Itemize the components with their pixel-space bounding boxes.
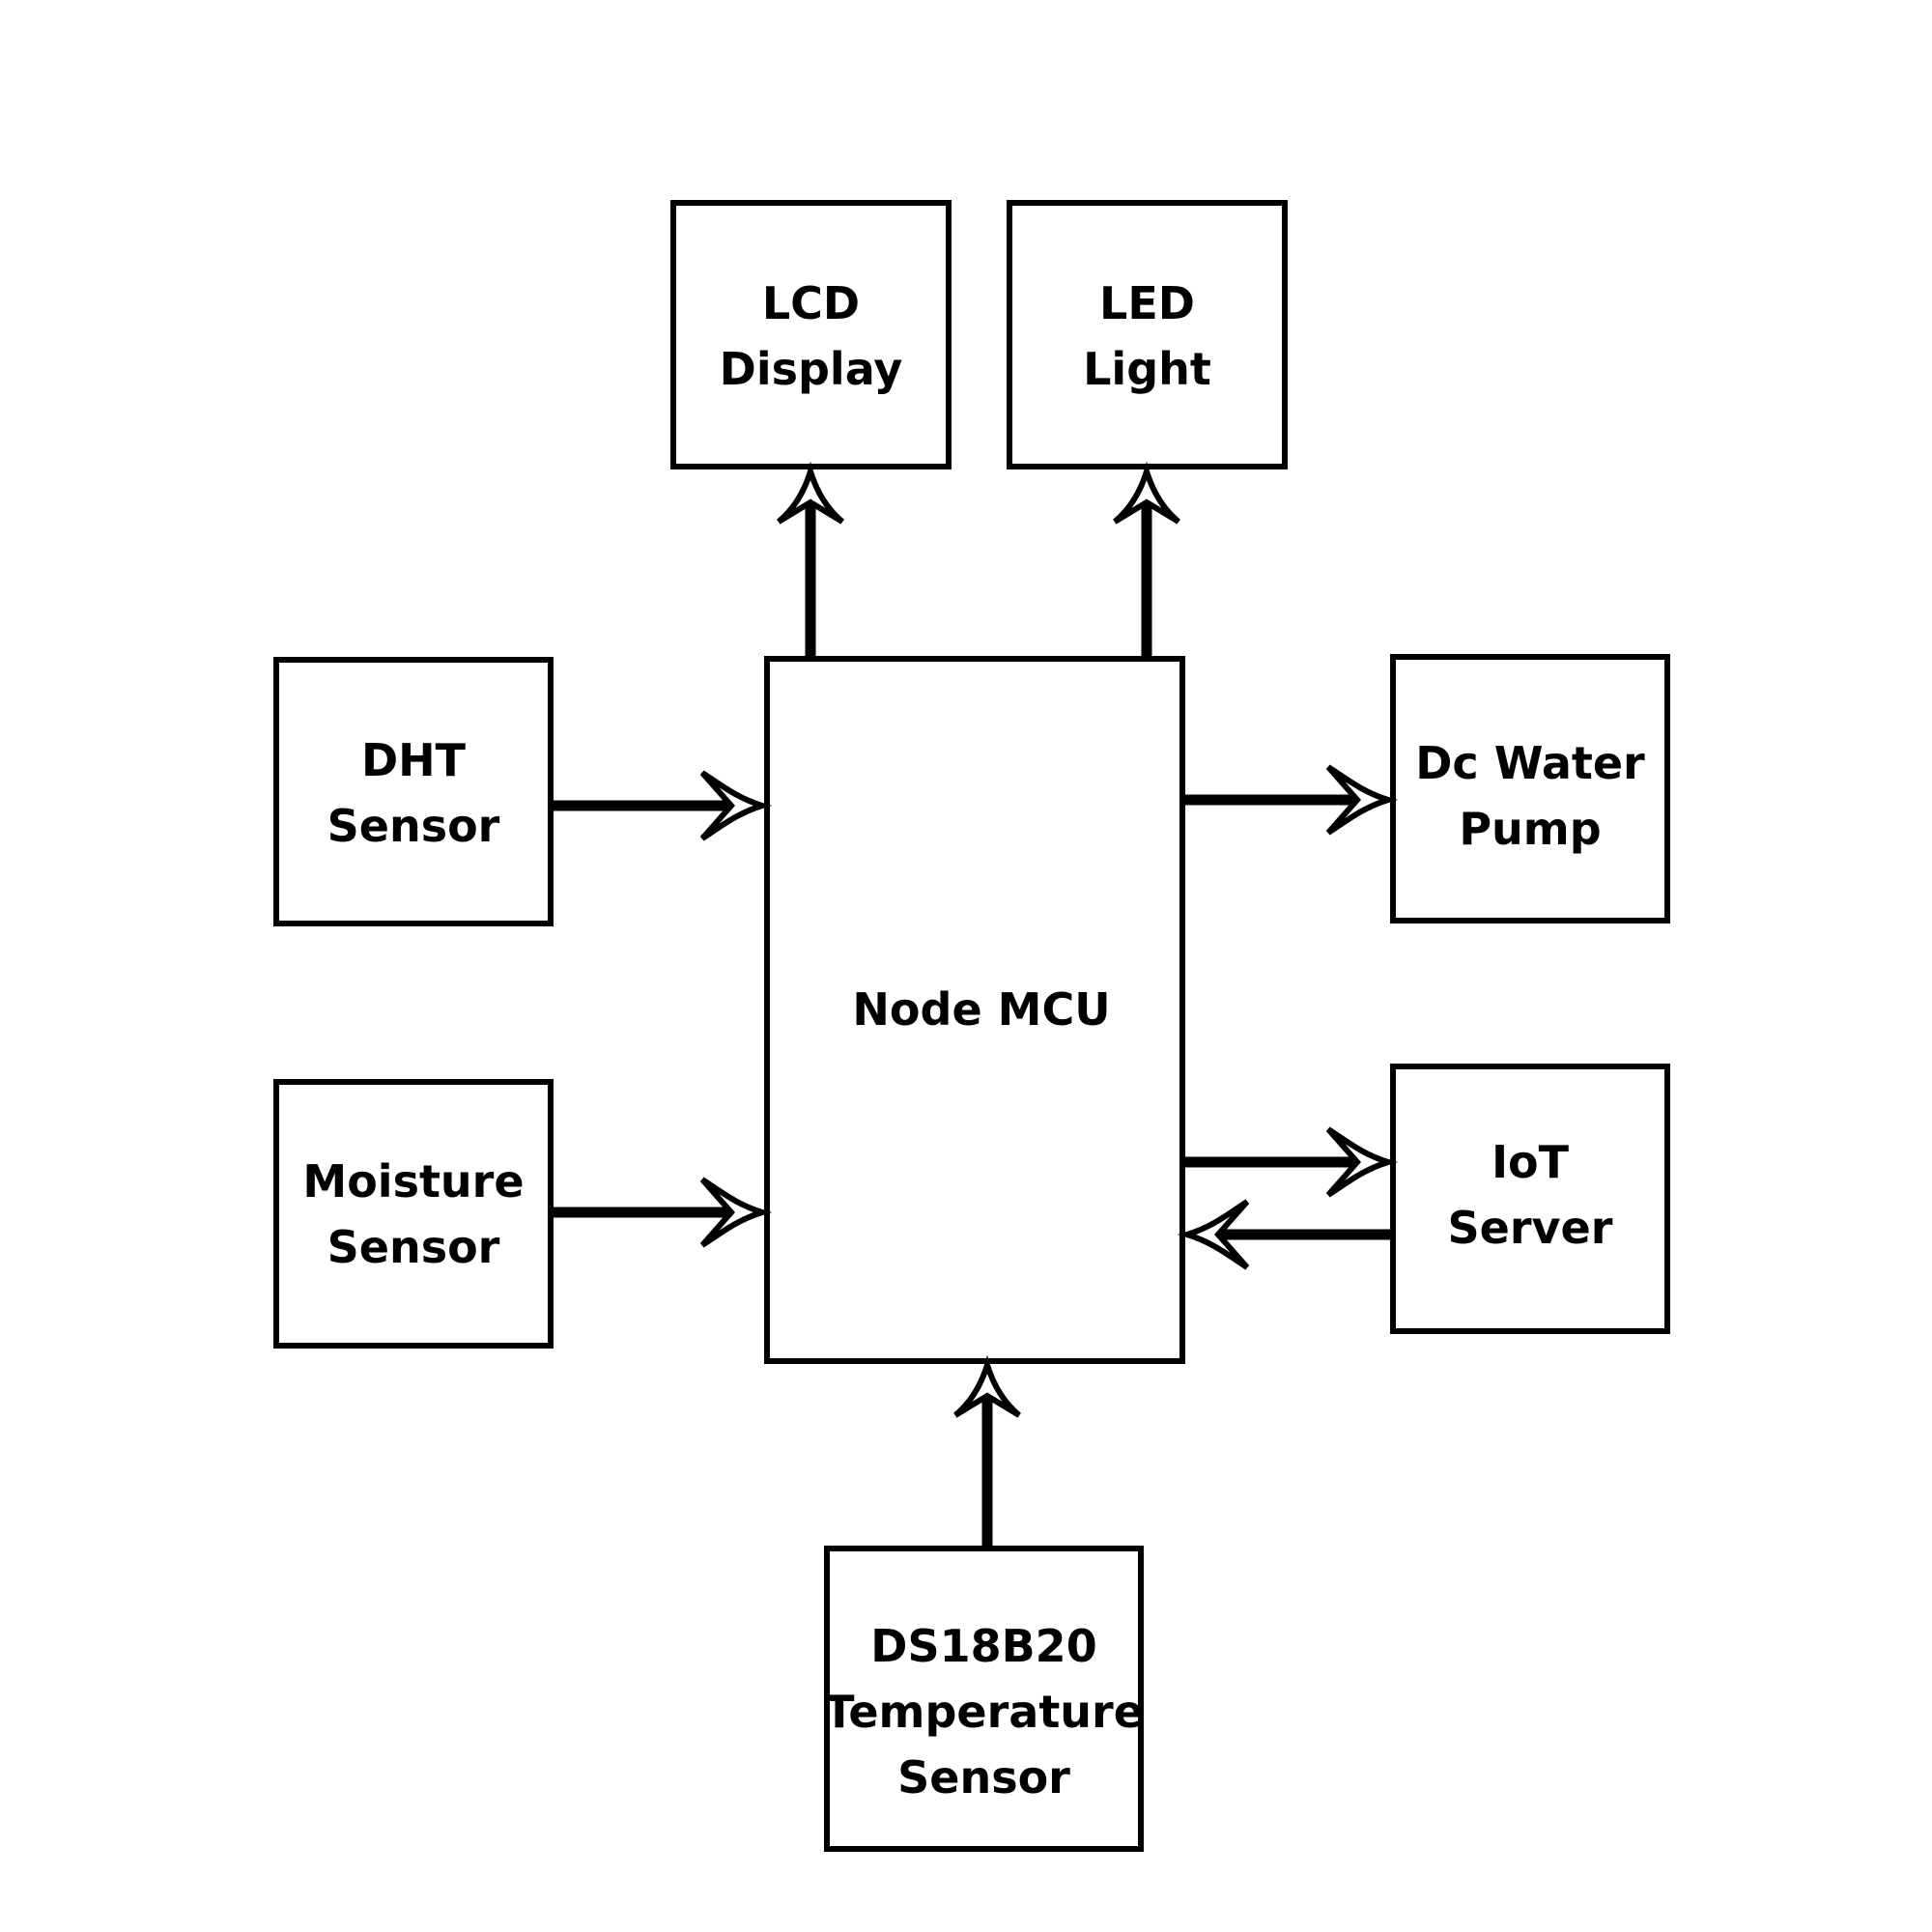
lcd-display-label-line-2: Display	[720, 343, 903, 395]
moisture-sensor-label-line-2: Sensor	[327, 1221, 500, 1273]
lcd-display-label-line-1: LCD	[762, 277, 860, 329]
arrow-mcu-to-iot	[1185, 1126, 1399, 1198]
iot-server-label-line-1: IoT	[1492, 1136, 1570, 1188]
led-light-label-line-2: Light	[1083, 343, 1211, 395]
dc-water-pump-label-line-2: Pump	[1459, 803, 1601, 855]
arrow-mcu-to-lcd	[777, 461, 844, 656]
ds18b20-label-line-1: DS18B20	[870, 1620, 1096, 1672]
node-mcu-block: Node MCU	[764, 656, 1185, 1364]
dc-water-pump-label-line-1: Dc Water	[1415, 737, 1645, 789]
led-light-label-line-1: LED	[1099, 277, 1195, 329]
arrow-mcu-to-pump	[1185, 764, 1399, 836]
moisture-sensor-block: Moisture Sensor	[273, 1079, 554, 1349]
led-light-block: LED Light	[1007, 200, 1288, 469]
moisture-sensor-label-line-1: Moisture	[302, 1155, 524, 1208]
node-mcu-label: Node MCU	[852, 983, 1110, 1036]
arrow-iot-to-mcu	[1177, 1199, 1390, 1270]
lcd-display-block: LCD Display	[670, 200, 952, 469]
iot-server-block: IoT Server	[1390, 1064, 1670, 1334]
arrow-dht-to-mcu	[554, 770, 773, 841]
arrow-mcu-to-led	[1113, 461, 1180, 656]
ds18b20-label-line-2: Temperature	[824, 1686, 1144, 1738]
arrow-ds18b20-to-mcu	[953, 1354, 1021, 1546]
dht-sensor-label-line-1: DHT	[361, 734, 467, 786]
ds18b20-label-line-3: Sensor	[897, 1751, 1070, 1804]
iot-server-label-line-2: Server	[1448, 1202, 1613, 1254]
dht-sensor-block: DHT Sensor	[273, 657, 554, 926]
ds18b20-temperature-sensor-block: DS18B20 Temperature Sensor	[824, 1546, 1144, 1852]
arrow-moisture-to-mcu	[554, 1177, 773, 1248]
dht-sensor-label-line-2: Sensor	[327, 800, 500, 852]
dc-water-pump-block: Dc Water Pump	[1390, 654, 1670, 923]
